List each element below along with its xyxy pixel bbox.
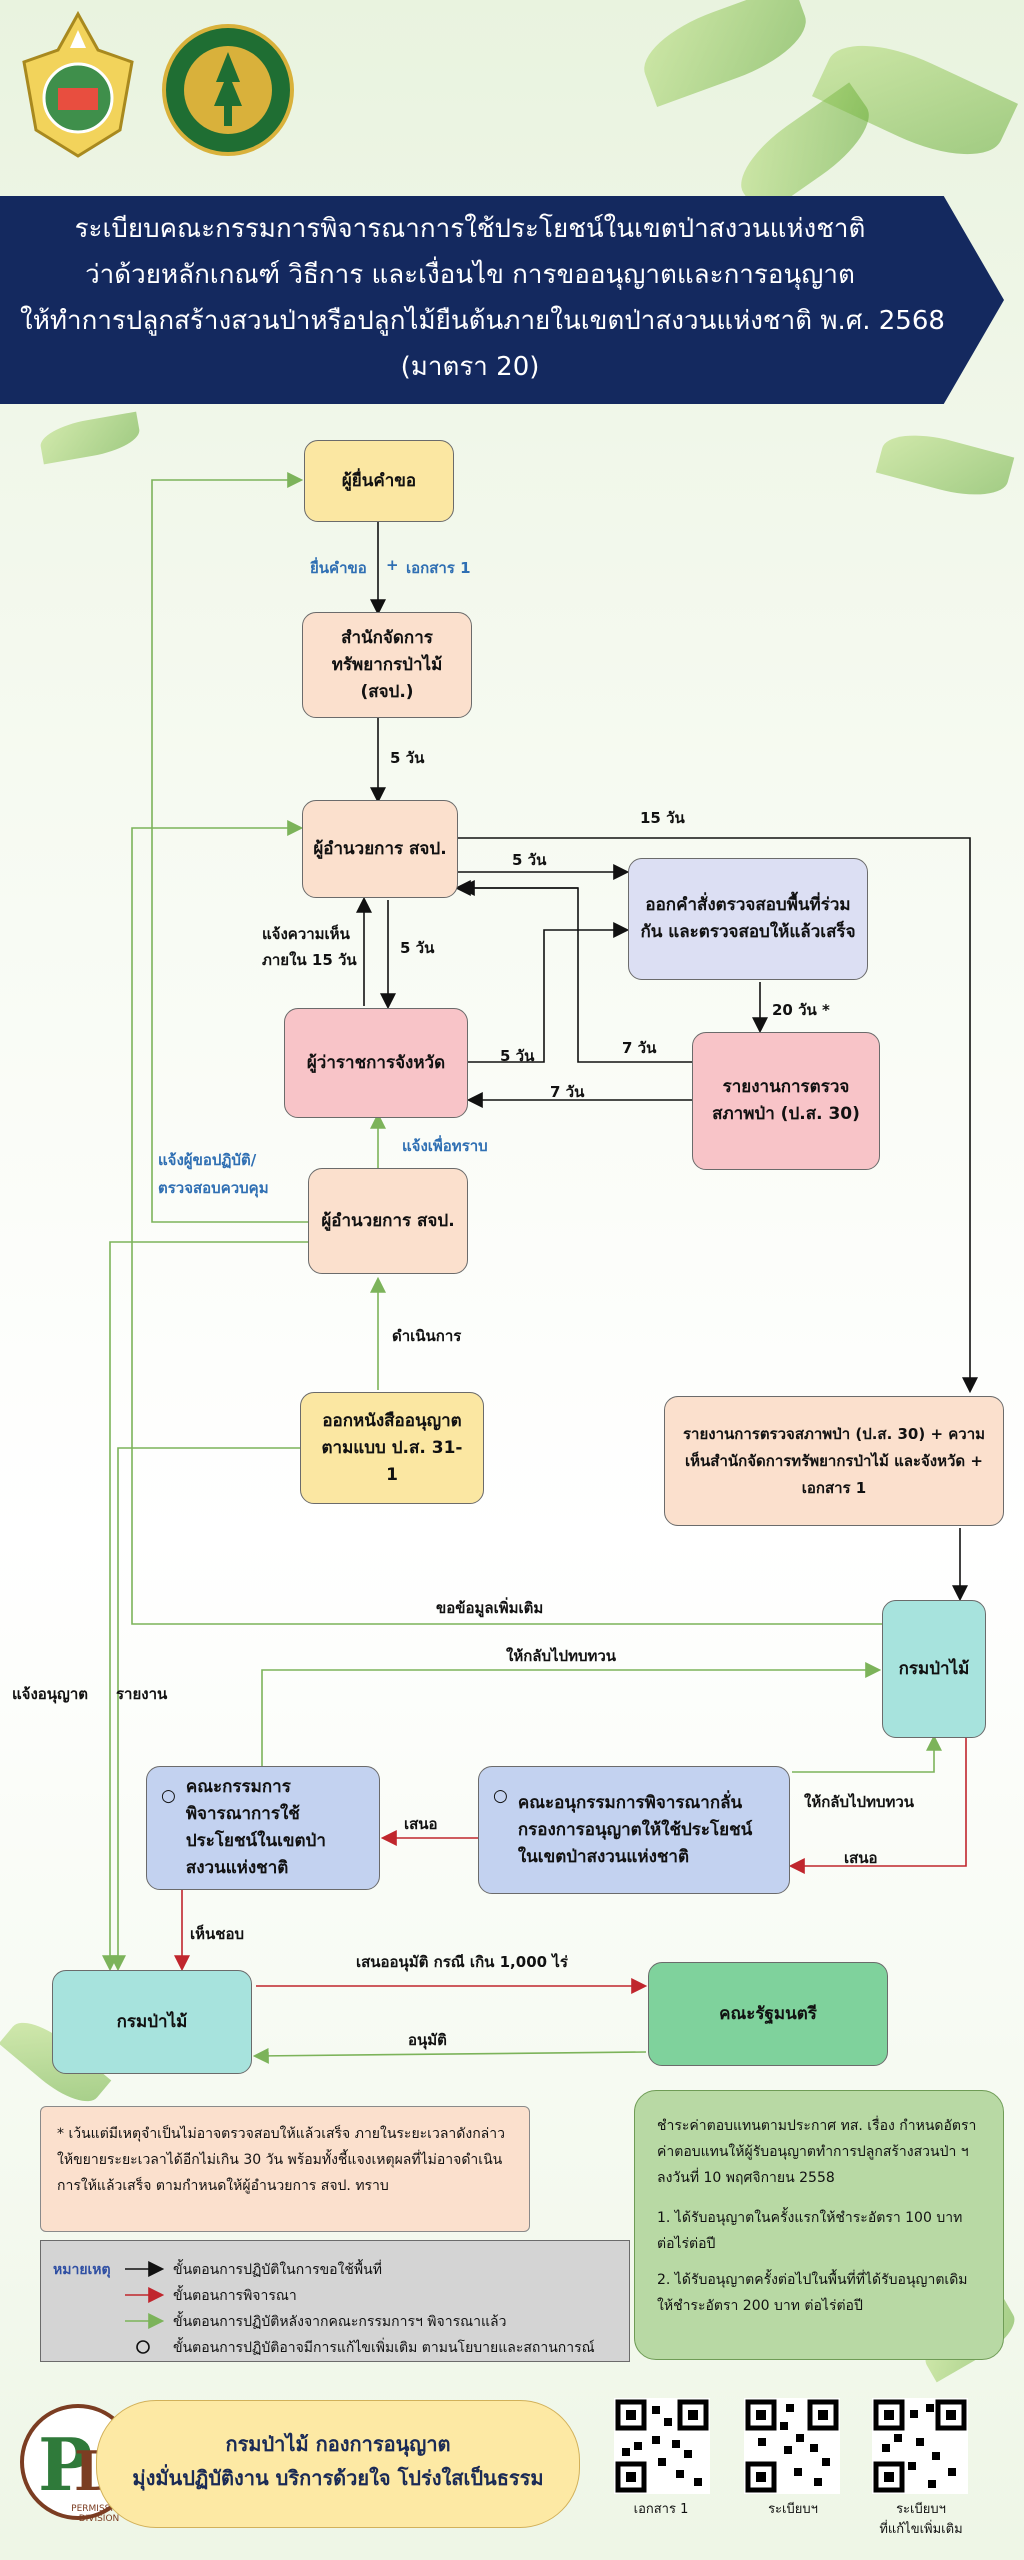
edge-label-20days: 20 วัน *	[772, 1001, 830, 1019]
province-seal-logo	[12, 10, 144, 160]
permit-issue-node: ออกหนังสืออนุญาต ตามแบบ ป.ส. 31-1	[300, 1392, 484, 1504]
edge-label-15days: 15 วัน	[640, 809, 685, 827]
qr-code-amended-regulation[interactable]	[872, 2398, 968, 2494]
edge-label-propose-cabinet: เสนออนุมัติ กรณี เกิน 1,000 ไร่	[356, 1953, 568, 1971]
rfd-node-left: กรมป่าไม้	[52, 1970, 252, 2074]
report-summary-node: รายงานการตรวจสภาพป่า (ป.ส. 30) + ความเห็…	[664, 1396, 1004, 1526]
edge-label-7days: 7 วัน	[622, 1039, 657, 1057]
footer-org: กรมป่าไม้ กองการอนุญาต	[225, 2432, 451, 2456]
edge-label-proceed: ดำเนินการ	[392, 1327, 462, 1345]
edge-label-review-back: ให้กลับไปทบทวน	[506, 1647, 617, 1665]
legend-item-3: ขั้นตอนการปฏิบัติหลังจากคณะกรรมการฯ พิจา…	[173, 2314, 507, 2330]
applicant-node: ผู้ยื่นคำขอ	[304, 440, 454, 522]
legend-item-2: ขั้นตอนการพิจารณา	[173, 2288, 297, 2304]
edge-label-notify-inform: แจ้งเพื่อทราบ	[402, 1137, 488, 1155]
edge-label-5days: 5 วัน	[400, 939, 435, 957]
fee-info-box: ชำระค่าตอบแทนตามประกาศ ทส. เรื่อง กำหนดอ…	[634, 2090, 1004, 2360]
forest-report-node: รายงานการตรวจสภาพป่า (ป.ส. 30)	[692, 1032, 880, 1170]
royal-forest-department-logo	[160, 22, 296, 158]
footnote-box: * เว้นแต่มีเหตุจำเป็นไม่อาจตรวจสอบให้แล้…	[40, 2106, 530, 2232]
edge-label-plus: +	[386, 556, 399, 574]
edge-label-approve: อนุมัติ	[408, 2031, 447, 2049]
edge-label-inspect-control: ตรวจสอบควบคุม	[158, 1179, 269, 1197]
rfd-node-right: กรมป่าไม้	[882, 1600, 986, 1738]
edge-label-5days: 5 วัน	[512, 851, 547, 869]
governor-node: ผู้ว่าราชการจังหวัด	[284, 1008, 468, 1118]
committee-node: ○ คณะกรรมการพิจารณาการใช้ประโยชน์ในเขตป่…	[146, 1766, 380, 1890]
edge-label-opinion: แจ้งความเห็น	[262, 925, 350, 943]
legend-arrows	[125, 2261, 165, 2354]
header-line-4: (มาตรา 20)	[400, 352, 540, 382]
fee-item-2: 2. ได้รับอนุญาตครั้งต่อไปในพื้นที่ที่ได้…	[657, 2272, 968, 2314]
edge-label-more-info: ขอข้อมูลเพิ่มเติม	[436, 1599, 544, 1617]
legend-item-4: ขั้นตอนการปฏิบัติอาจมีการแก้ไขเพิ่มเติม …	[173, 2340, 595, 2356]
forest-office-node: สำนักจัดการทรัพยากรป่าไม้ (สจป.)	[302, 612, 472, 718]
footer-slogan-pill: กรมป่าไม้ กองการอนุญาต มุ่งมั่นปฏิบัติงา…	[96, 2400, 580, 2528]
footer-motto: มุ่งมั่นปฏิบัติงาน บริการด้วยใจ โปร่งใสเ…	[132, 2466, 544, 2490]
svg-text:P: P	[38, 2422, 92, 2507]
legend-title: หมายเหตุ	[53, 2262, 111, 2278]
header-line-1: ระเบียบคณะกรรมการพิจารณาการใช้ประโยชน์ใน…	[74, 214, 866, 244]
circle-marker: ○	[493, 1786, 508, 1806]
director-node-1: ผู้อำนวยการ สจป.	[302, 800, 458, 898]
edge-label-review-back: ให้กลับไปทบทวน	[804, 1793, 915, 1811]
director-node-2: ผู้อำนวยการ สจป.	[308, 1168, 468, 1274]
header-line-3: ให้ทำการปลูกสร้างสวนป่าหรือปลูกไม้ยืนต้น…	[20, 306, 945, 336]
header-banner	[0, 196, 1004, 404]
legend-box: หมายเหตุ ขั้นตอนการปฏิบัติในการขอใช้พื้น…	[40, 2240, 630, 2362]
qr-label-regulation: ระเบียบฯ	[768, 2502, 818, 2517]
division-name: PERMISSION DIVISION	[71, 2504, 127, 2524]
header-title: ระเบียบคณะกรรมการพิจารณาการใช้ประโยชน์ใน…	[20, 206, 945, 390]
fee-intro: ชำระค่าตอบแทนตามประกาศ ทส. เรื่อง กำหนดอ…	[657, 2118, 977, 2186]
inspection-order-node: ออกคำสั่งตรวจสอบพื้นที่ร่วมกัน และตรวจสอ…	[628, 858, 868, 980]
edge-label-7days: 7 วัน	[550, 1083, 585, 1101]
qr-code-regulation[interactable]	[744, 2398, 840, 2494]
fee-item-1: 1. ได้รับอนุญาตในครั้งแรกให้ชำระอัตรา 10…	[657, 2210, 963, 2252]
subcommittee-node: ○ คณะอนุกรรมการพิจารณากลั่นกรองการอนุญาต…	[478, 1766, 790, 1894]
qr-label-amended: ระเบียบฯ ที่แก้ไขเพิ่มเติม	[879, 2502, 963, 2537]
cabinet-node: คณะรัฐมนตรี	[648, 1962, 888, 2066]
edge-label-notify-applicant: แจ้งผู้ขอปฏิบัติ/	[158, 1151, 257, 1169]
circle-marker: ○	[161, 1786, 176, 1806]
edge-label-notify-permit: แจ้งอนุญาต	[12, 1685, 88, 1703]
edge-label-doc1: เอกสาร 1	[406, 559, 471, 577]
edge-label-propose: เสนอ	[844, 1849, 878, 1867]
edge-label-report: รายงาน	[116, 1685, 168, 1703]
qr-code-doc1[interactable]	[614, 2398, 710, 2494]
header-line-2: ว่าด้วยหลักเกณฑ์ วิธีการ และเงื่อนไข การ…	[85, 260, 855, 290]
edge-label-agree: เห็นชอบ	[190, 1925, 244, 1943]
legend-item-1: ขั้นตอนการปฏิบัติในการขอใช้พื้นที่	[173, 2262, 382, 2278]
edge-label-propose: เสนอ	[404, 1815, 438, 1833]
edge-label-5days: 5 วัน	[500, 1047, 535, 1065]
edge-label-5days: 5 วัน	[390, 749, 425, 767]
qr-label-doc1: เอกสาร 1	[633, 2502, 689, 2517]
edge-label-submit: ยื่นคำขอ	[310, 559, 367, 577]
edge-label-within15: ภายใน 15 วัน	[262, 951, 357, 969]
